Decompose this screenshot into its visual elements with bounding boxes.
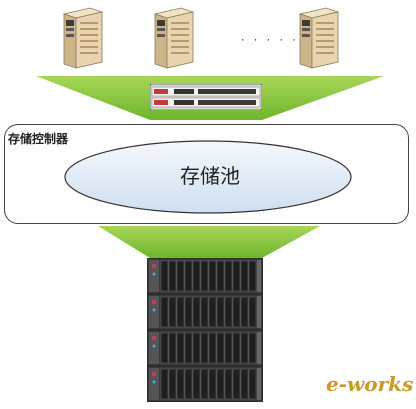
storage-array-icon <box>147 258 263 294</box>
ellipsis: · · · · · · · <box>240 36 324 46</box>
server-tower-icon <box>153 7 195 69</box>
network-switch-icon <box>150 84 262 110</box>
storage-array-icon <box>147 366 263 402</box>
watermark-logo: e-works <box>326 372 414 396</box>
server-tower-icon <box>298 7 340 69</box>
server-tower-icon <box>62 7 104 69</box>
storage-array-icon <box>147 294 263 330</box>
storage-controller-label: 存储控制器 <box>8 132 69 146</box>
bottom-funnel <box>98 226 320 258</box>
storage-pool-label: 存储池 <box>180 164 240 188</box>
storage-pool-ellipse <box>64 140 352 214</box>
storage-array-icon <box>147 330 263 366</box>
